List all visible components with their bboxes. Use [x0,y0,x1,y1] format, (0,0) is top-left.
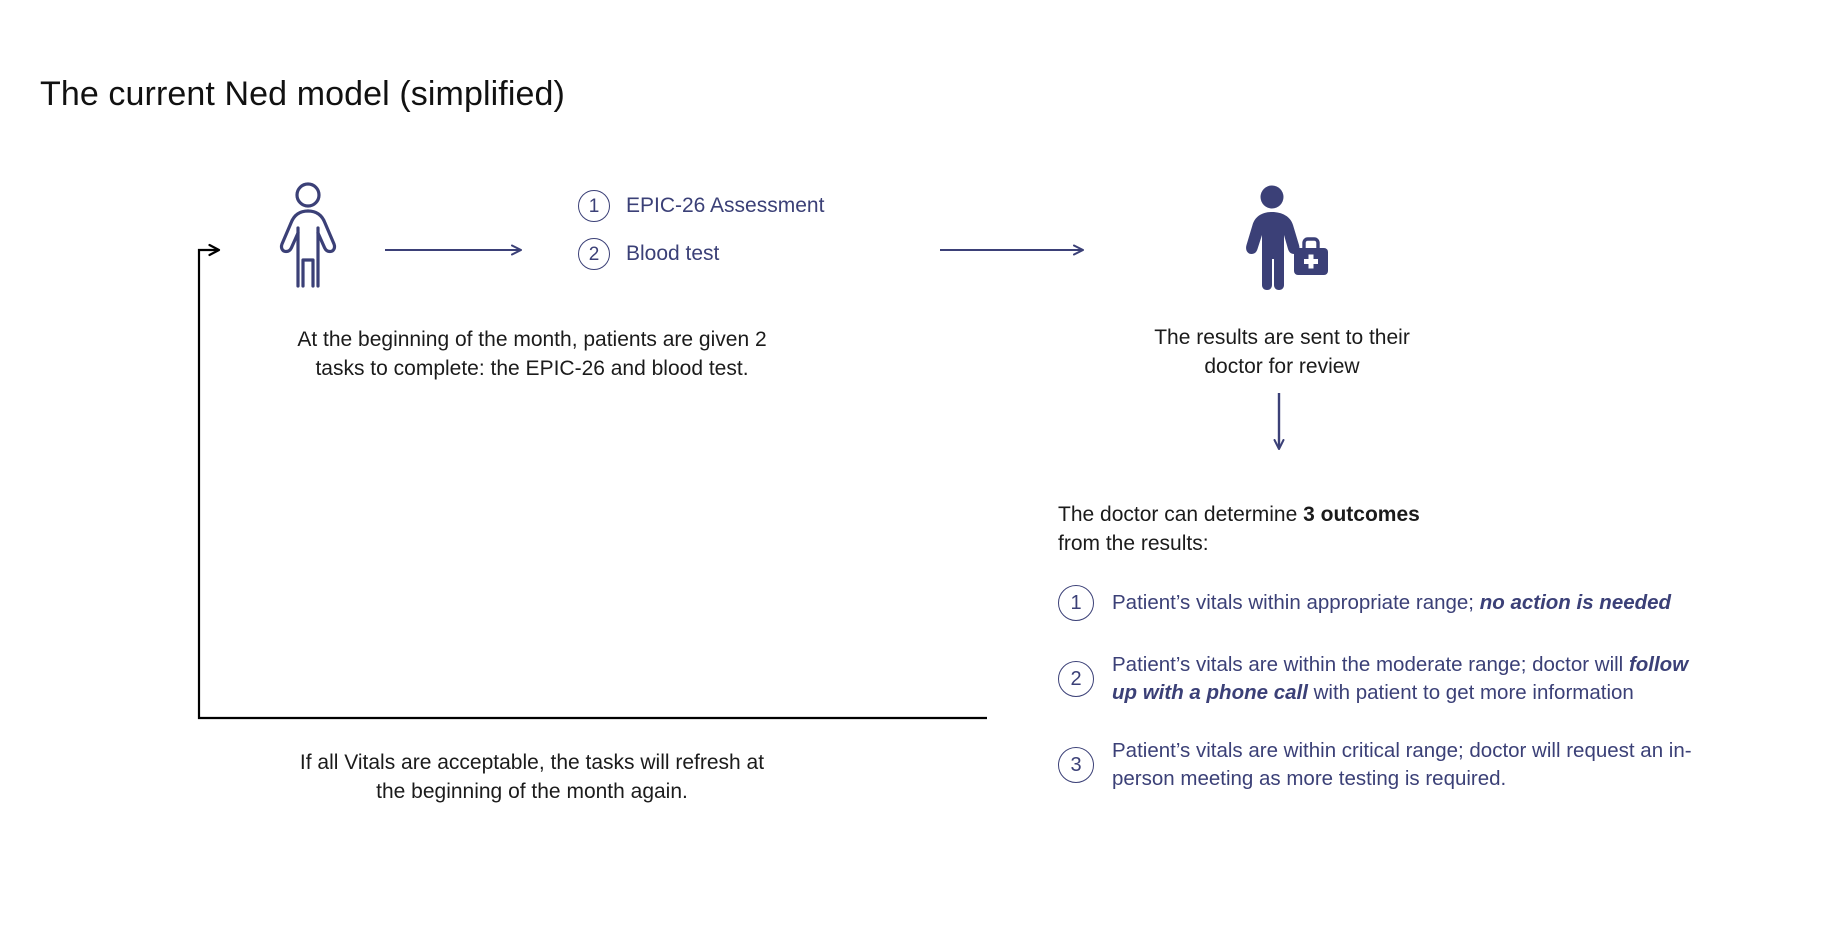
outcome-text-plain-before: Patient’s vitals are within critical ran… [1112,739,1692,790]
outcome-text-plain-before: Patient’s vitals within appropriate rang… [1112,591,1480,614]
outcomes-heading-prefix: The doctor can determine [1058,503,1304,526]
outcomes-heading: The doctor can determine 3 outcomes from… [1058,500,1578,558]
outcome-item[interactable]: 2 Patient’s vitals are within the modera… [1058,651,1708,707]
doctor-caption-line-2: doctor for review [1204,355,1360,378]
refresh-loop-caption: If all Vitals are acceptable, the tasks … [222,748,842,806]
outcome-item[interactable]: 1 Patient’s vitals within appropriate ra… [1058,585,1708,621]
outcomes-heading-line-2: from the results: [1058,532,1209,555]
outcome-number-badge: 2 [1058,661,1094,697]
outcome-number-badge: 1 [1058,585,1094,621]
task-row[interactable]: 2 Blood test [578,238,824,270]
doctor-stage-caption: The results are sent to their doctor for… [1032,323,1532,381]
patient-caption-line-2: tasks to complete: the EPIC-26 and blood… [315,357,749,380]
outcomes-list: 1 Patient’s vitals within appropriate ra… [1058,585,1708,793]
outcome-text-plain-before: Patient’s vitals are within the moderate… [1112,653,1629,676]
task-number-badge: 1 [578,190,610,222]
outcome-text-emphasis: follow up with a phone call [1112,653,1689,704]
page-title: The current Ned model (simplified) [40,75,565,113]
outcome-text: Patient’s vitals are within critical ran… [1112,737,1692,793]
task-row[interactable]: 1 EPIC-26 Assessment [578,190,824,222]
arrow-refresh-loop [197,243,987,720]
doctor-caption-line-1: The results are sent to their [1154,326,1410,349]
outcome-text: Patient’s vitals within appropriate rang… [1112,589,1671,617]
outcome-text-plain-after: with patient to get more information [1307,681,1634,704]
outcomes-heading-bold: 3 outcomes [1303,503,1420,526]
outcome-text: Patient’s vitals are within the moderate… [1112,651,1692,707]
task-label: Blood test [626,242,720,265]
patient-task-list: 1 EPIC-26 Assessment 2 Blood test [578,190,824,270]
loop-caption-line-2: the beginning of the month again. [376,780,688,803]
loop-caption-line-1: If all Vitals are acceptable, the tasks … [299,751,765,774]
outcome-item[interactable]: 3 Patient’s vitals are within critical r… [1058,737,1708,793]
patient-stage-caption: At the beginning of the month, patients … [222,325,842,383]
outcome-number-badge: 3 [1058,747,1094,783]
task-number-badge: 2 [578,238,610,270]
task-label: EPIC-26 Assessment [626,194,825,217]
outcome-text-emphasis: no action is needed [1479,591,1672,614]
patient-person-icon [279,182,337,288]
patient-caption-line-1: At the beginning of the month, patients … [297,328,767,351]
doctor-with-medical-bag-icon [1246,185,1328,290]
